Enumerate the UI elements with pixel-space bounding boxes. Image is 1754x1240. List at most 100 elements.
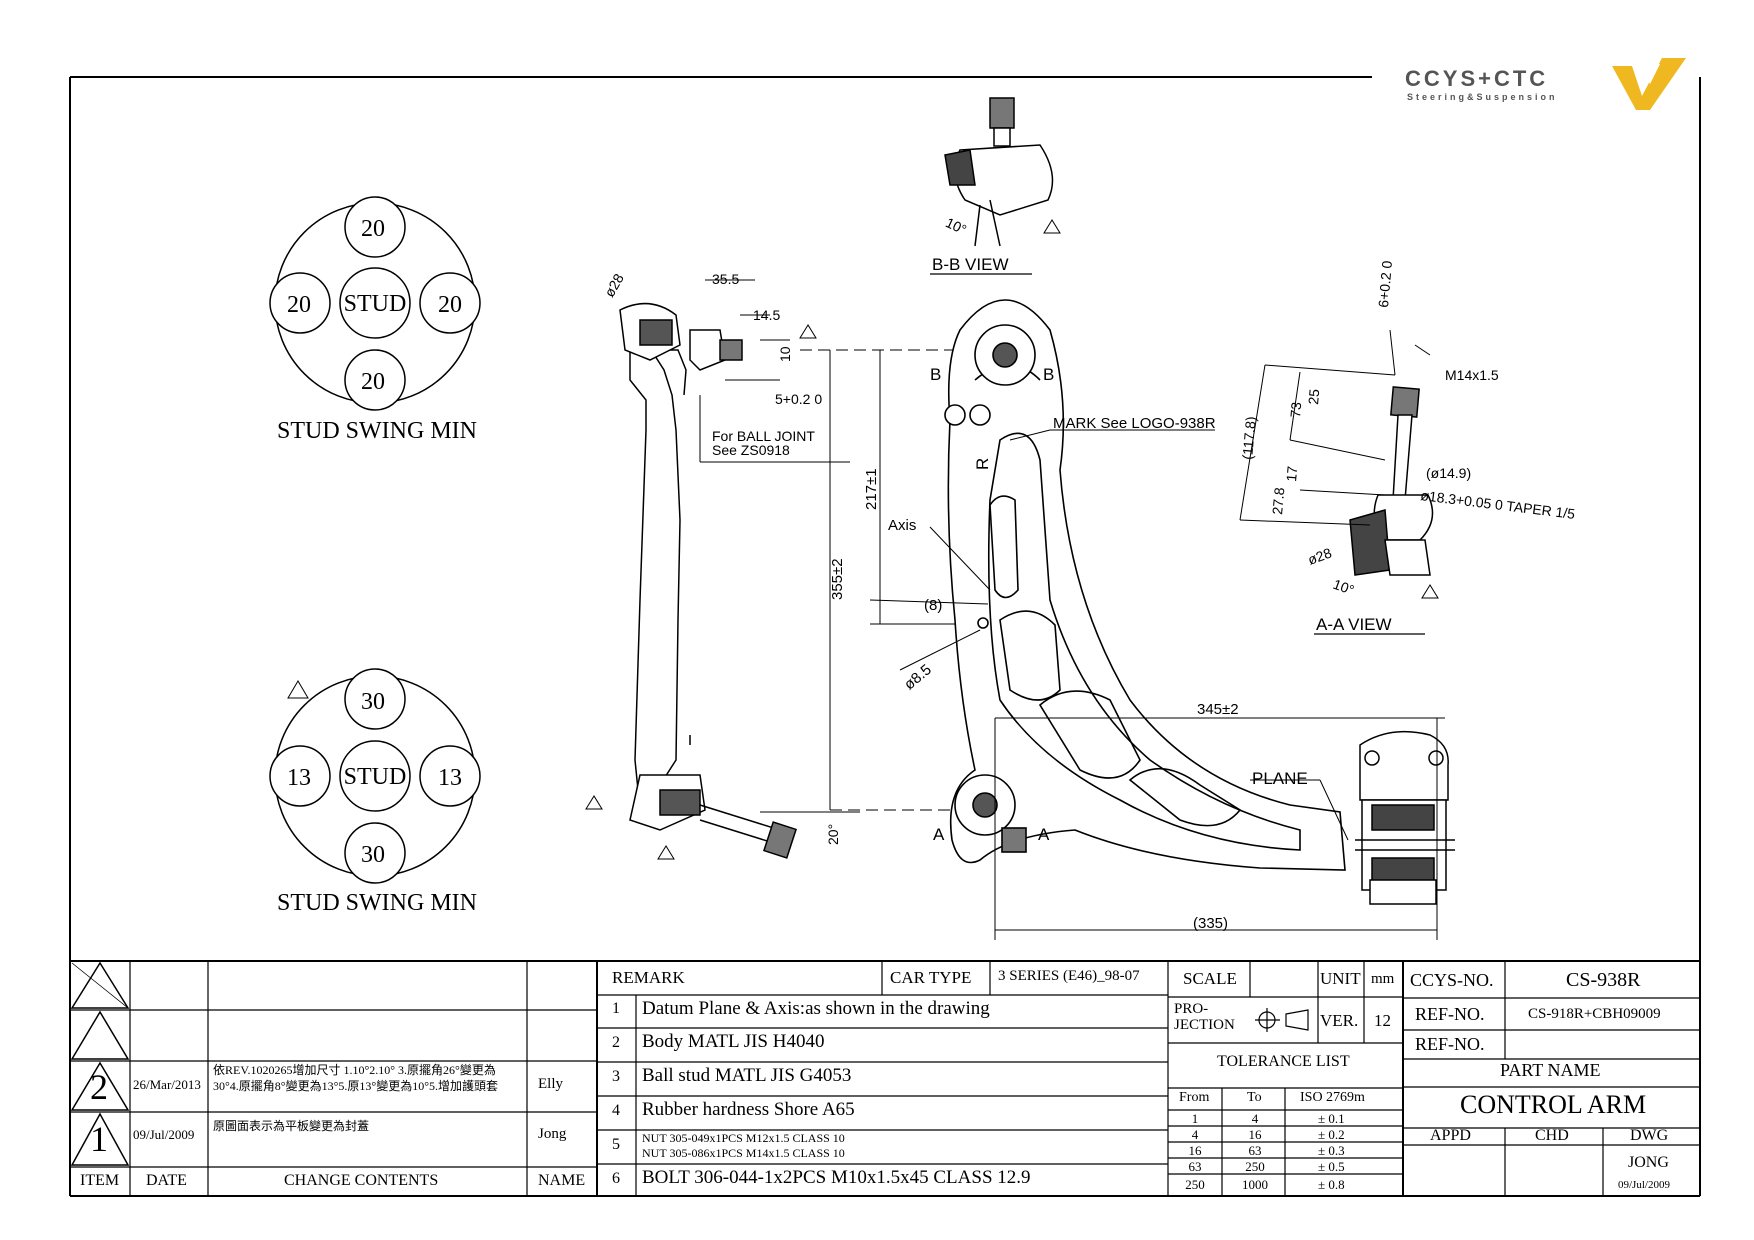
header-item: ITEM (80, 1172, 120, 1189)
stud-swing-diagram-2 (269, 668, 481, 884)
logo-brand: CCYS+CTC (1405, 66, 1549, 91)
aa-view-detail (1349, 386, 1434, 576)
tol-row-4-to: 250 (1245, 1159, 1265, 1174)
tol-row-5-from: 250 (1185, 1177, 1205, 1192)
tol-header-iso: ISO 2769m (1300, 1090, 1365, 1105)
revision-triangle-icon (70, 961, 130, 1166)
rev2-number: 2 (90, 1067, 108, 1107)
stud1-left: 20 (287, 292, 311, 318)
plane-label: PLANE (1252, 769, 1308, 788)
appd-label: APPD (1430, 1127, 1471, 1144)
tol-row-3-from: 16 (1188, 1143, 1202, 1158)
logo-emblem-icon (1612, 58, 1686, 110)
ref-label: REF-NO. (1415, 1004, 1485, 1024)
scale-label: SCALE (1183, 969, 1237, 988)
aa-dim-73: 73 (1287, 401, 1304, 418)
dim-5: 5+0.2 0 (775, 391, 822, 407)
dim-20-deg: 20° (825, 824, 841, 845)
unit-value: mm (1371, 971, 1395, 987)
mark-note: MARK See LOGO-938R (1053, 415, 1216, 432)
aa-dim-taper: ø18.3+0.05 0 TAPER 1/5 (1420, 487, 1577, 522)
revision-triangle-icon (287, 680, 309, 699)
ref2-label: REF-NO. (1415, 1034, 1485, 1054)
tol-row-4-from: 63 (1188, 1159, 1202, 1174)
tolerance-title: TOLERANCE LIST (1217, 1053, 1350, 1070)
tol-header-from: From (1179, 1090, 1210, 1105)
aa-view-label: A-A VIEW (1316, 615, 1392, 634)
section-b-right: B (1043, 365, 1054, 384)
tol-row-5-val: ± 0.8 (1318, 1177, 1345, 1192)
ball-joint-note-2: See ZS0918 (712, 442, 790, 458)
section-a-right: A (1038, 825, 1050, 844)
stud2-right: 13 (438, 765, 462, 791)
aa-dim-149: (ø14.9) (1426, 465, 1471, 481)
remark-6-no: 6 (612, 1170, 620, 1187)
aa-dim-10: 10° (1331, 576, 1356, 598)
header-change: CHANGE CONTENTS (284, 1172, 439, 1189)
stud2-bottom: 30 (361, 842, 385, 868)
tol-row-3-val: ± 0.3 (1318, 1143, 1345, 1158)
aa-dim-117: (117.8) (1239, 416, 1259, 461)
control-arm-body (944, 299, 1346, 871)
remark-5-text: NUT 305-049x1PCS M12x1.5 CLASS 10 (642, 1131, 845, 1145)
revision-triangle-icon (585, 324, 817, 860)
tol-row-5-to: 1000 (1242, 1177, 1268, 1192)
remark-2-no: 2 (612, 1034, 620, 1051)
aa-dim-m14: M14x1.5 (1445, 367, 1499, 383)
chd-label: CHD (1535, 1127, 1569, 1144)
aa-dim-25: 25 (1305, 388, 1322, 405)
r-mark: R (973, 458, 992, 470)
logo-tagline: Steering&Suspension (1407, 92, 1558, 102)
ver-value: 12 (1374, 1011, 1391, 1030)
unit-label: UNIT (1320, 969, 1361, 988)
side-view-dimensions (699, 279, 860, 813)
remark-4-no: 4 (612, 1102, 620, 1119)
tol-row-4-val: ± 0.5 (1318, 1159, 1345, 1174)
rev1-date: 09/Jul/2009 (133, 1127, 195, 1142)
rev1-content: 原圖面表示為平板變更為封蓋 (213, 1119, 370, 1133)
stud1-center: STUD (344, 291, 407, 317)
stud2-top: 30 (361, 689, 385, 715)
dim-10: 10 (777, 346, 793, 362)
header-date: DATE (146, 1172, 187, 1189)
remark-3-no: 3 (612, 1068, 620, 1085)
projection-label: PRO-JECTION (1174, 1001, 1235, 1033)
remark-1-text: Datum Plane & Axis:as shown in the drawi… (642, 998, 990, 1019)
ccys-value: CS-938R (1566, 969, 1641, 991)
stud2-center: STUD (344, 764, 407, 790)
stud-swing-diagram-1 (269, 196, 481, 411)
aa-view-dimension-lines (1239, 329, 1431, 526)
dim-335: (335) (1193, 915, 1228, 932)
tol-row-1-to: 4 (1251, 1111, 1259, 1126)
remark-2-text: Body MATL JIS H4040 (642, 1031, 825, 1052)
stud2-left: 13 (287, 765, 311, 791)
tol-row-3-to: 63 (1248, 1143, 1262, 1158)
stud2-caption: STUD SWING MIN (277, 890, 477, 916)
tol-row-2-to: 16 (1248, 1127, 1262, 1142)
dim-345: 345±2 (1197, 701, 1239, 718)
aa-dim-27: 27.8 (1269, 487, 1287, 516)
remark-1-no: 1 (612, 1000, 620, 1017)
dim-35-5: 35.5 (712, 271, 739, 287)
section-b-left: B (930, 365, 941, 384)
car-type-label: CAR TYPE (890, 968, 972, 987)
dim-d28-left: ø28 (601, 271, 627, 300)
tol-row-2-val: ± 0.2 (1318, 1127, 1345, 1142)
remark-6-text: BOLT 306-044-1x2PCS M10x1.5x45 CLASS 12.… (642, 1167, 1031, 1188)
tol-row-2-from: 4 (1191, 1127, 1199, 1142)
rev1-name: Jong (538, 1126, 567, 1142)
dim-8: (8) (924, 597, 942, 614)
remark-header: REMARK (612, 968, 685, 987)
bb-view-detail (944, 97, 1054, 247)
dim-217: 217±1 (863, 468, 880, 510)
remark-4-text: Rubber hardness Shore A65 (642, 1099, 855, 1120)
ccys-label: CCYS-NO. (1410, 970, 1494, 990)
rev2-content: 依REV.1020265增加尺寸 1.10°2.10° 3.原擺角26°變更為3… (213, 1063, 498, 1093)
part-name-value: CONTROL ARM (1460, 1090, 1647, 1119)
stud1-right: 20 (438, 292, 462, 318)
part-name-label: PART NAME (1500, 1060, 1601, 1080)
drawer-name: JONG (1628, 1154, 1669, 1171)
rev1-number: 1 (90, 1119, 108, 1159)
remark-5-text2: NUT 305-086x1PCS M14x1.5 CLASS 10 (642, 1146, 845, 1160)
